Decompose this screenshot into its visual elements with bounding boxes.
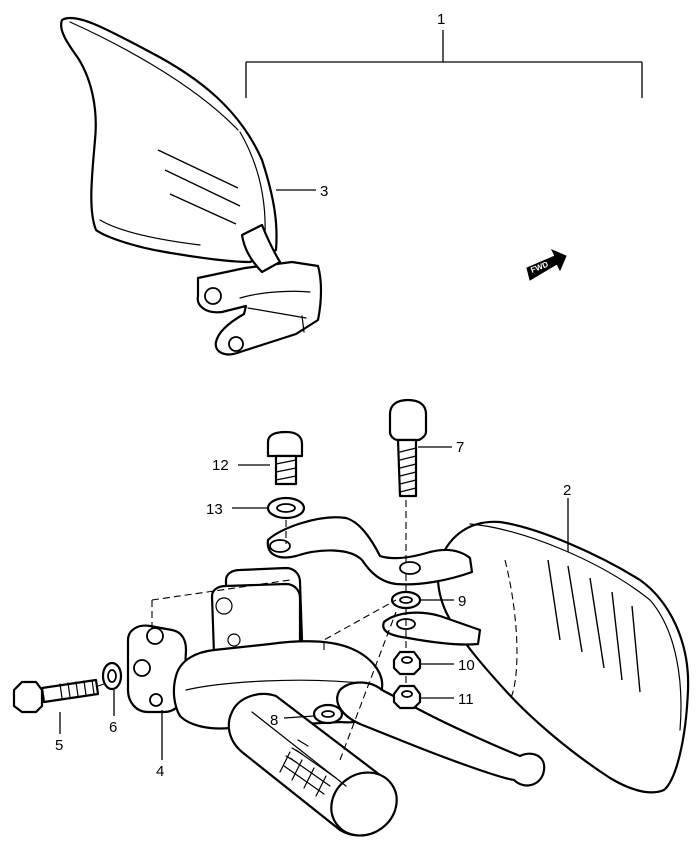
alignment-lines — [97, 500, 407, 761]
callout-6: 6 — [109, 719, 117, 736]
callout-4: 4 — [156, 763, 164, 780]
callout-11: 11 — [458, 691, 474, 708]
handle-grip — [227, 692, 398, 837]
long-bolt — [388, 398, 428, 498]
callout-10: 10 — [458, 657, 475, 674]
callout-7: 7 — [456, 439, 464, 456]
callout-3: 3 — [320, 183, 328, 200]
guard-bracket — [266, 516, 474, 586]
upper-knuckle-guard — [60, 16, 323, 356]
nut-10 — [392, 650, 422, 676]
callout-2: 2 — [563, 482, 571, 499]
callout-5: 5 — [55, 737, 63, 754]
nut-8 — [312, 703, 344, 725]
short-bolt — [266, 430, 304, 486]
callout-8: 8 — [270, 712, 278, 729]
callout-12: 12 — [212, 457, 229, 474]
callout-9: 9 — [458, 593, 466, 610]
callout-leaders — [59, 189, 569, 760]
nut-11 — [392, 684, 422, 710]
fwd-arrow-icon: FWD — [526, 249, 567, 281]
washer-9 — [390, 590, 422, 610]
callout-1: 1 — [437, 11, 445, 28]
lever-holder — [126, 566, 384, 730]
clamp-bolt — [12, 678, 100, 714]
assembly-bracket-1 — [245, 30, 643, 98]
washer-6 — [101, 661, 123, 691]
washer-13 — [266, 496, 306, 520]
lower-knuckle-guard — [436, 520, 690, 794]
grip-pattern — [279, 739, 337, 797]
callout-13: 13 — [206, 501, 223, 518]
